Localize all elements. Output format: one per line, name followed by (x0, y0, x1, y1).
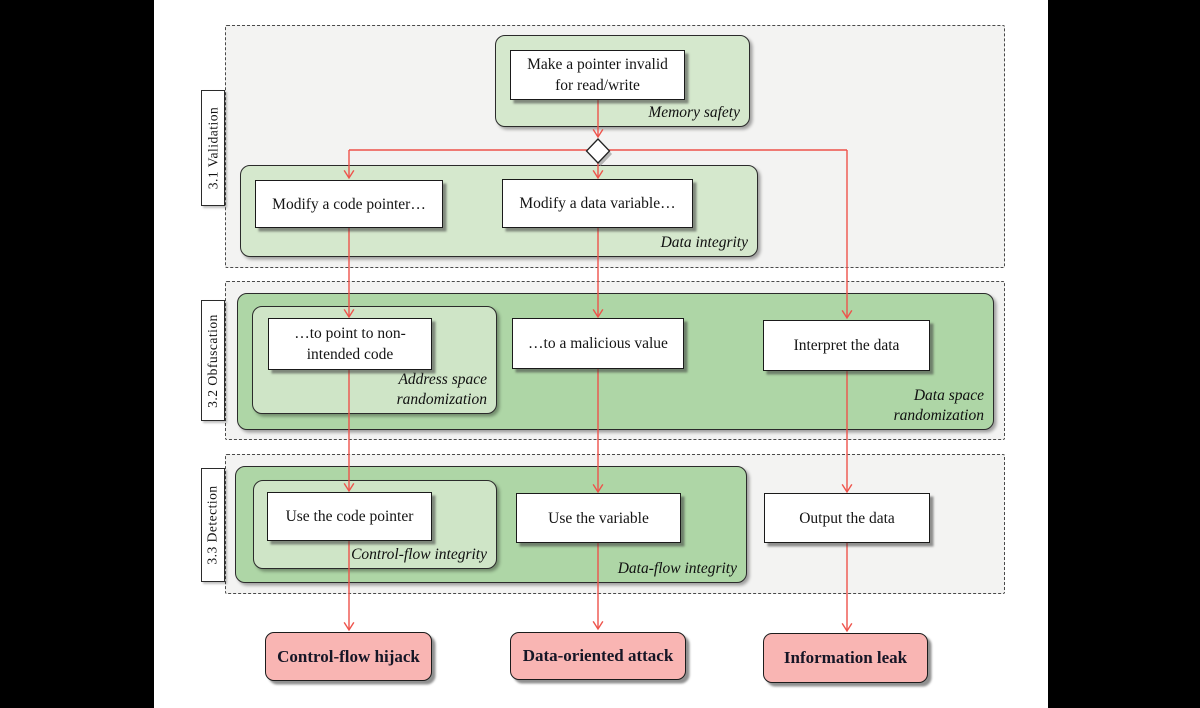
step-point-non-intended-line1: …to point to non- (294, 325, 406, 342)
label-obfuscation-text: 3.2 Obfuscation (205, 313, 221, 408)
group-control-flow-caption: Control-flow integrity (351, 546, 487, 564)
attack-control-flow-hijack: Control-flow hijack (265, 632, 432, 681)
step-modify-code-pointer: Modify a code pointer… (255, 180, 443, 228)
step-interpret-data-text: Interpret the data (793, 337, 900, 354)
step-use-variable-text: Use the variable (548, 509, 649, 527)
group-data-integrity-caption: Data integrity (660, 234, 748, 252)
group-data-space-caption: Data space randomization (893, 387, 984, 425)
step-use-code-pointer: Use the code pointer (267, 492, 432, 541)
label-validation: 3.1 Validation (201, 90, 225, 206)
step-use-variable: Use the variable (516, 493, 681, 543)
step-point-non-intended-code: …to point to non- intended code (268, 318, 432, 370)
step-use-code-pointer-text: Use the code pointer (285, 508, 414, 525)
attack-data-oriented: Data-oriented attack (510, 632, 686, 680)
step-malicious-value-text: …to a malicious value (528, 335, 668, 352)
group-data-flow-caption: Data-flow integrity (617, 560, 737, 578)
step-make-pointer-line1: Make a pointer invalid (527, 56, 668, 73)
step-point-non-intended-line2: intended code (306, 346, 394, 363)
step-modify-data-variable: Modify a data variable… (502, 179, 693, 228)
attack-information-leak: Information leak (763, 633, 928, 683)
attack-information-leak-text: Information leak (783, 648, 908, 667)
group-address-space-caption: Address space randomization (396, 371, 487, 409)
label-validation-text: 3.1 Validation (205, 106, 220, 190)
step-make-pointer-invalid: Make a pointer invalid for read/write (510, 50, 685, 100)
group-memory-safety-caption: Memory safety (648, 104, 740, 122)
label-obfuscation: 3.2 Obfuscation (201, 300, 225, 421)
step-modify-data-variable-text: Modify a data variable… (519, 195, 676, 212)
step-output-data: Output the data (764, 493, 930, 543)
step-malicious-value: …to a malicious value (512, 318, 684, 369)
step-interpret-data: Interpret the data (763, 320, 930, 371)
attack-control-flow-hijack-text: Control-flow hijack (277, 646, 420, 666)
label-detection-text: 3.3 Detection (205, 485, 221, 565)
attack-data-oriented-text: Data-oriented attack (522, 646, 674, 665)
label-detection: 3.3 Detection (201, 468, 225, 582)
step-make-pointer-line2: for read/write (555, 77, 640, 94)
step-output-data-text: Output the data (799, 509, 895, 527)
step-modify-code-pointer-text: Modify a code pointer… (272, 195, 426, 213)
